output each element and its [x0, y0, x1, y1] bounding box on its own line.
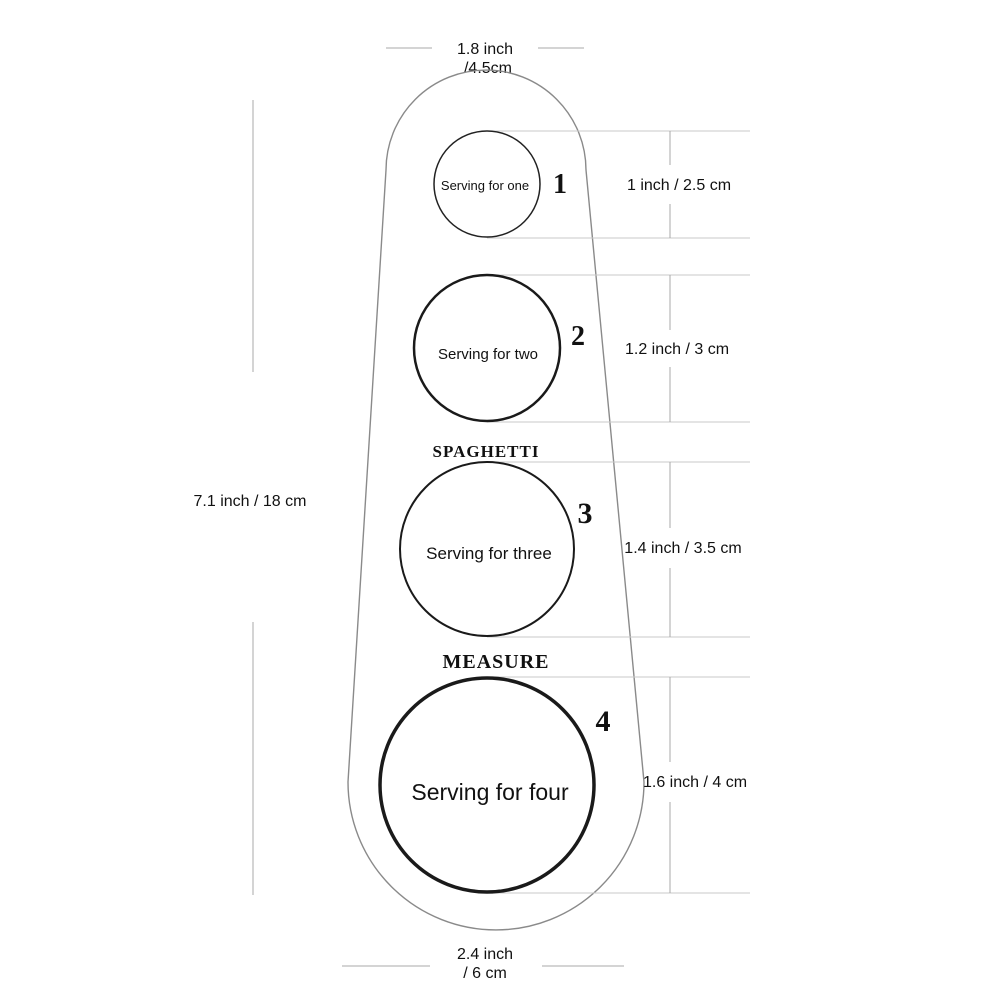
bottom-width-line2: / 6 cm	[463, 965, 507, 982]
bottom-width-dimension: 2.4 inch / 6 cm	[342, 946, 624, 982]
title-measure: MEASURE	[442, 651, 549, 673]
title-spaghetti: SPAGHETTI	[433, 442, 540, 461]
top-width-dimension: 1.8 inch /4.5cm	[386, 41, 584, 77]
hole-4-dimension: 1.6 inch / 4 cm	[643, 774, 747, 791]
hole-guides	[487, 130, 750, 894]
bottom-width-line1: 2.4 inch	[457, 946, 513, 963]
hole-2: Serving for two 2 1.2 inch / 3 cm	[412, 273, 729, 423]
hole-3-dimension: 1.4 inch / 3.5 cm	[624, 540, 741, 557]
hole-4: Serving for four 4 1.6 inch / 4 cm	[378, 676, 747, 894]
hole-1-label: Serving for one	[441, 178, 529, 193]
top-width-line1: 1.8 inch	[457, 41, 513, 58]
hole-4-number: 4	[596, 705, 611, 738]
hole-4-label: Serving for four	[411, 779, 569, 805]
hole-2-label: Serving for two	[438, 346, 538, 363]
length-label: 7.1 inch / 18 cm	[194, 493, 307, 510]
utensil-outline	[347, 69, 645, 931]
hole-1-dimension: 1 inch / 2.5 cm	[627, 177, 731, 194]
hole-3: Serving for three 3 1.4 inch / 3.5 cm	[399, 461, 742, 637]
hole-1: Serving for one 1 1 inch / 2.5 cm	[433, 130, 731, 238]
hole-2-ring	[412, 273, 562, 423]
hole-3-ring	[399, 461, 575, 637]
top-width-line2: /4.5cm	[464, 60, 512, 77]
hole-1-number: 1	[553, 169, 567, 200]
hole-2-dimension: 1.2 inch / 3 cm	[625, 341, 729, 358]
hole-1-ring	[433, 130, 541, 238]
hole-3-label: Serving for three	[426, 544, 552, 563]
length-dimension: 7.1 inch / 18 cm	[194, 100, 307, 895]
hole-2-number: 2	[571, 321, 585, 352]
hole-4-ring	[378, 676, 596, 894]
hole-3-number: 3	[578, 497, 593, 530]
